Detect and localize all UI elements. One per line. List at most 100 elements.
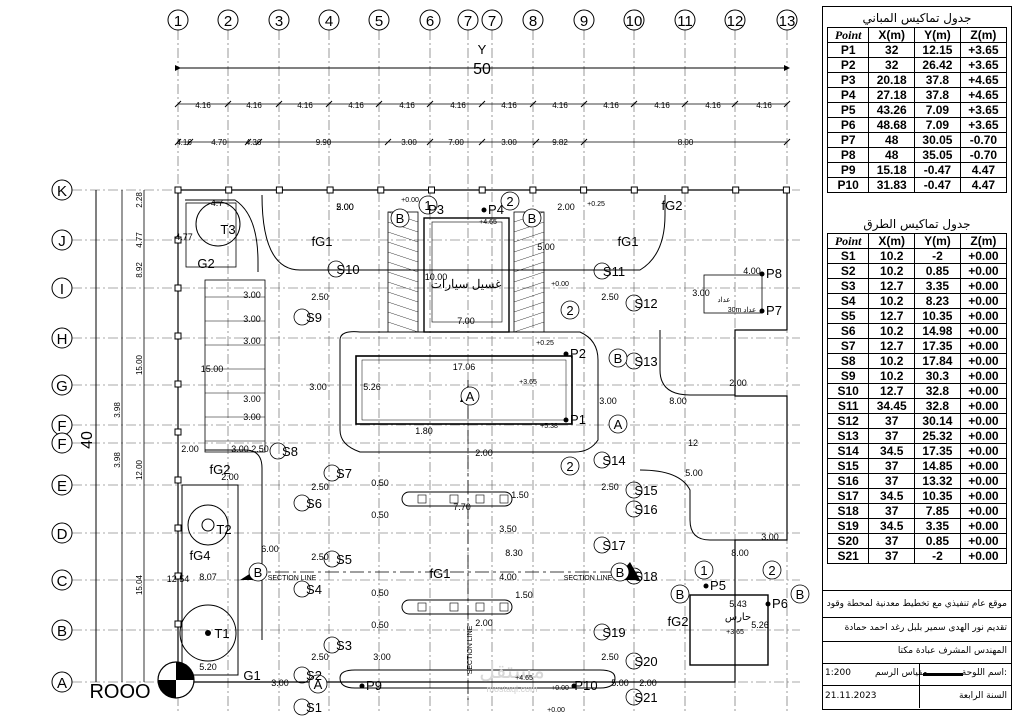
dimension-label: 2.00 [639,678,657,688]
table-cell: S5 [826,308,870,324]
tick [731,100,739,108]
grid-column-label: 8 [529,13,537,30]
column-marker [174,476,182,484]
table-cell: P9 [826,162,870,178]
left-outer-label: 3.98 [113,402,122,418]
table-cell: 10.2 [868,293,916,309]
pump-island [401,599,513,615]
tick [580,100,588,108]
hatch-line [387,261,419,273]
column-marker [174,380,182,388]
column-marker [174,620,182,628]
table-cell: 17.35 [914,443,961,459]
road-edge-left [205,449,263,640]
grid-row-label: G [56,378,68,395]
road-point-circle [593,262,611,280]
grid-column-label: 3 [275,13,283,30]
level-label: +0.00 [547,707,565,714]
zone-label: G2 [197,256,214,271]
dimension-label: 8.07 [199,572,217,582]
table-cell: -2 [914,548,961,564]
dimension-label: 2.50 [311,552,329,562]
site-boundary [177,189,788,683]
building-point-dot [759,308,765,314]
table-cell: 37 [868,548,916,564]
level-label: +4.65 [479,219,497,226]
dimension-label: 3.00 [692,288,710,298]
zone-label: T2 [216,522,231,537]
table-cell: +3.65 [959,42,1008,58]
grid-column-label: 5 [375,13,383,30]
table-cell: 12.7 [868,308,916,324]
table-cell: 48 [868,132,916,148]
section-marker-label: B [676,587,685,602]
site-geometry [95,65,810,716]
grid-column-label: 10 [626,13,643,30]
hatch-line [513,291,545,303]
table-cell: P4 [826,87,870,103]
dimension-label: 5.00 [537,242,555,252]
second-spacing-label: 4.36 [246,138,262,147]
zone-label: fG2 [662,198,683,213]
table-cell: +3.65 [959,102,1008,118]
tank-t1 [179,604,237,662]
column-marker [174,236,182,244]
road-point-label: S19 [602,625,625,640]
hatch-line [387,251,419,263]
tick [186,138,194,146]
top-spacing-label: 4.16 [552,101,568,110]
dimension-label: 4.00 [743,266,761,276]
tank-t3-area [185,202,237,268]
overall-height-label: 40 [79,431,96,449]
section-marker-label: 2 [506,194,513,209]
dimension-label: 2.00 [557,202,575,212]
tick [275,100,283,108]
grid-bubble-row [51,179,73,201]
grid-column-label: 11 [677,13,693,30]
grid-bubble-column [419,9,441,31]
section-marker-circle [790,584,810,604]
grid-bubble-column [573,9,595,31]
section-marker-circle [460,386,480,406]
dimension-label: 3.00 [231,444,249,454]
north-arrow-quadrant [176,662,194,680]
table-cell: 10.35 [914,488,961,504]
parking-strip [204,279,266,453]
table-cell: +0.00 [959,323,1008,339]
dimension-label: 2.50 [311,482,329,492]
column-marker [174,332,182,340]
hatch-line [513,301,545,313]
table-cell: 32.8 [914,383,961,399]
table-cell: 10.2 [868,368,916,384]
table-cell: +0.00 [959,278,1008,294]
table-cell: S10 [826,383,870,399]
grid-column-label: 7 [464,13,472,30]
pump-unit [475,494,485,504]
grid-bubble-row [51,374,73,396]
road-point-circle [293,666,311,684]
table-cell: 32 [868,57,916,73]
road-point-label: S20 [634,654,657,669]
table-cell: 37 [868,413,916,429]
dimension-label: 1.50 [511,490,529,500]
grid-row-label: F [57,436,66,453]
dimension-label: 2.50 [601,292,619,302]
level-label: +3.65 [726,629,744,636]
table-cell: P8 [826,147,870,163]
dimension-label: 5.26 [751,620,769,630]
table-cell: S20 [826,533,870,549]
car-wash-ramp-right [513,211,545,333]
column-marker [377,186,385,194]
tick [630,100,638,108]
dimension-label: 5.00 [336,202,354,212]
dimension-label: 2.00 [729,378,747,388]
